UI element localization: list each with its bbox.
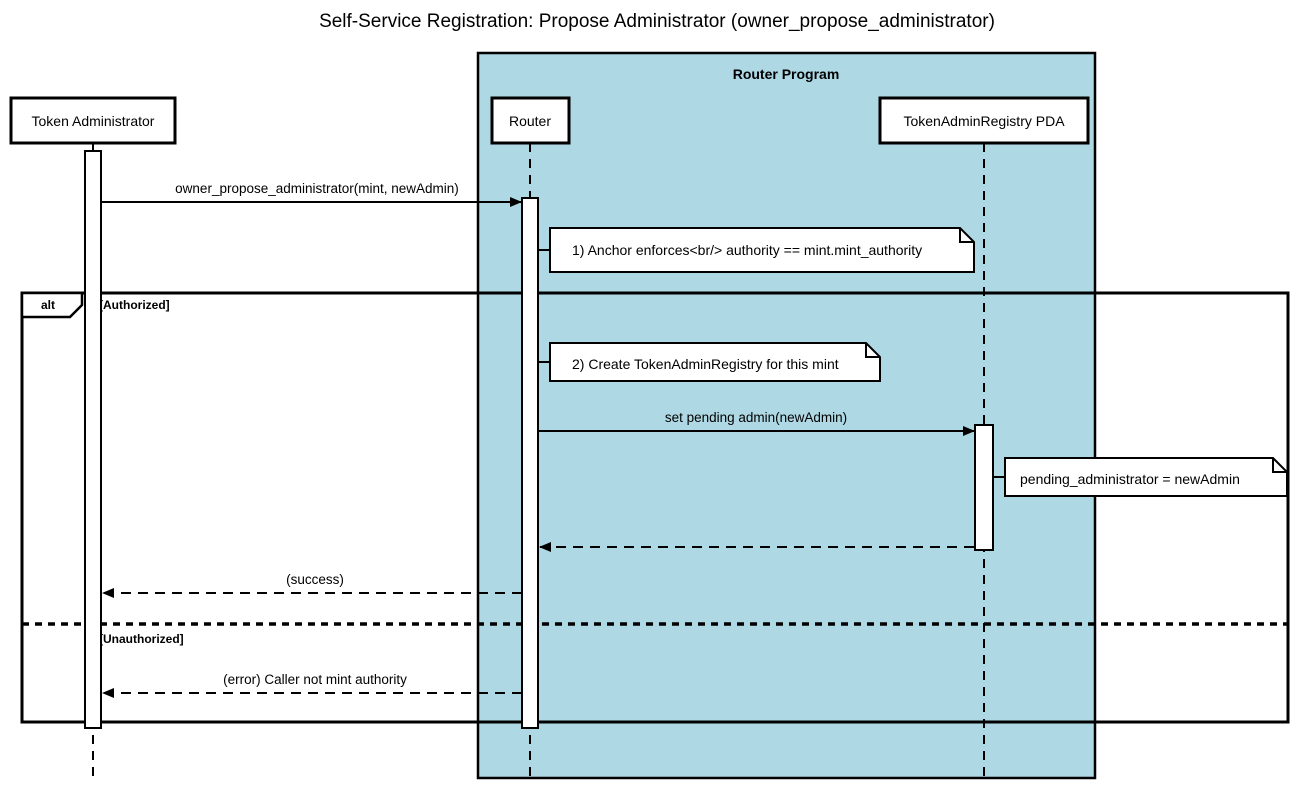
message-m2: set pending admin(newAdmin) <box>538 410 975 436</box>
group-box-router-program: Router Program <box>476 51 1097 780</box>
note-n2: 2) Create TokenAdminRegistry for this mi… <box>538 342 881 382</box>
group-box-label: Router Program <box>733 66 840 82</box>
alt-operator-label: alt <box>41 298 55 312</box>
message-label-m2: set pending admin(newAdmin) <box>665 410 847 425</box>
alt-guard-authorized: [Authorized] <box>99 298 170 312</box>
note-text-n3: pending_administrator = newAdmin <box>1020 471 1240 487</box>
note-text-n1: 1) Anchor enforces<br/> authority == min… <box>572 242 922 258</box>
activation-bar-router <box>521 197 539 729</box>
participant-label-pda: TokenAdminRegistry PDA <box>903 113 1065 129</box>
message-label-m4: (success) <box>286 572 344 587</box>
note-text-n2: 2) Create TokenAdminRegistry for this mi… <box>572 356 839 372</box>
participant-router[interactable]: Router <box>490 96 571 145</box>
alt-guard-unauthorized: [Unauthorized] <box>99 632 184 646</box>
note-n3: pending_administrator = newAdmin <box>993 457 1288 497</box>
activation-bar-pda <box>974 424 994 551</box>
message-label-m5: (error) Caller not mint authority <box>223 672 407 687</box>
note-n1: 1) Anchor enforces<br/> authority == min… <box>538 227 975 273</box>
participant-label-tokenadmin: Token Administrator <box>32 113 155 129</box>
participant-label-router: Router <box>509 113 551 129</box>
alt-fragment: alt [Authorized] [Unauthorized] <box>20 291 1290 724</box>
message-m4: (success) <box>102 572 522 598</box>
message-label-m1: owner_propose_administrator(mint, newAdm… <box>175 181 459 196</box>
activation-bar-tokenadmin <box>84 150 102 729</box>
message-m5: (error) Caller not mint authority <box>102 672 522 698</box>
participant-tokenadmin[interactable]: Token Administrator <box>9 96 177 145</box>
message-m1: owner_propose_administrator(mint, newAdm… <box>101 181 522 207</box>
diagram-title: Self-Service Registration: Propose Admin… <box>319 11 995 32</box>
participant-pda[interactable]: TokenAdminRegistry PDA <box>878 96 1090 145</box>
